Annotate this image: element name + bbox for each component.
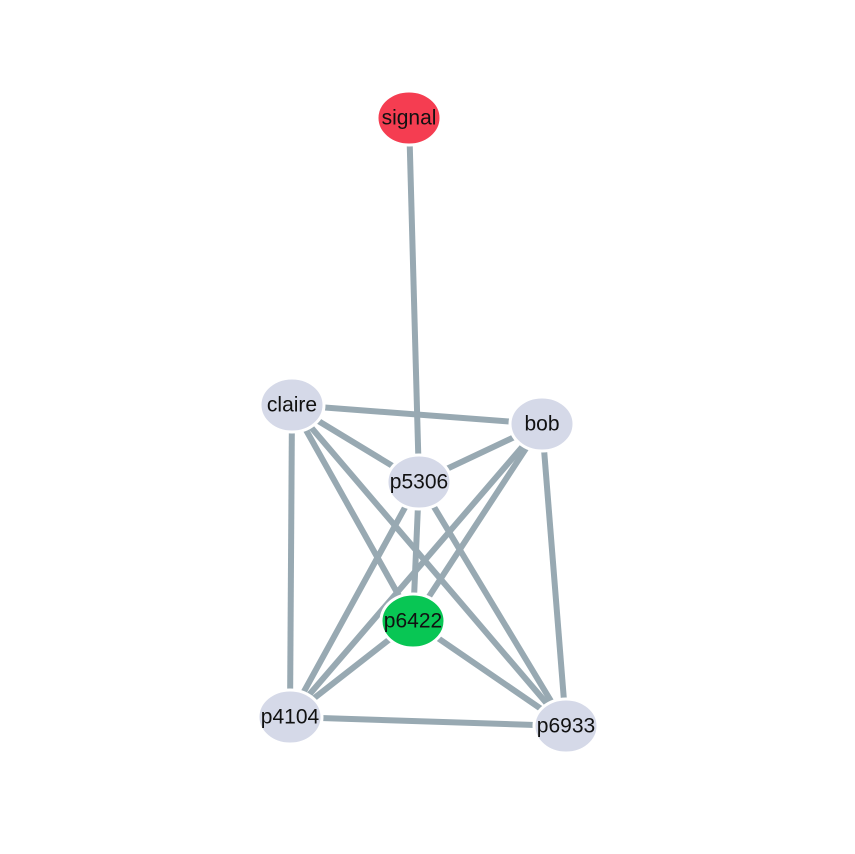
- node-claire-circle: [258, 376, 326, 434]
- edge-bob-p6933: [539, 423, 569, 727]
- edge-signal-p5306: [406, 117, 422, 483]
- nodes-layer: signal claire bob p5306 p6422 p4104 p6933: [256, 89, 600, 755]
- node-p5306[interactable]: p5306: [385, 453, 453, 511]
- node-p4104[interactable]: p4104: [256, 688, 324, 746]
- node-p6933-label: p6933: [537, 715, 595, 738]
- edge-p5306-p6933: [416, 480, 569, 728]
- node-p5306-circle: [385, 453, 453, 511]
- node-p4104-circle: [256, 688, 324, 746]
- node-p6933-circle: [532, 697, 600, 755]
- edge-claire-bob: [291, 402, 543, 427]
- node-claire[interactable]: claire: [258, 376, 326, 434]
- node-p6422[interactable]: p6422: [379, 592, 447, 650]
- edge-claire-p6422: [289, 403, 416, 623]
- node-p4104-label: p4104: [261, 706, 320, 729]
- edge-claire-p6933: [289, 403, 569, 728]
- edge-p4104-p6933: [289, 714, 567, 729]
- node-signal-label: signal: [382, 107, 437, 130]
- node-bob-circle: [508, 395, 576, 453]
- node-p6933[interactable]: p6933: [532, 697, 600, 755]
- edge-claire-p4104: [287, 404, 295, 718]
- node-p6422-circle: [379, 592, 447, 650]
- edge-p5306-p4104: [287, 480, 422, 719]
- node-signal[interactable]: signal: [375, 89, 443, 147]
- node-p6422-label: p6422: [384, 610, 442, 633]
- node-claire-label: claire: [267, 394, 317, 417]
- edge-bob-p6422: [410, 422, 545, 623]
- node-bob-label: bob: [524, 413, 559, 436]
- node-p5306-label: p5306: [390, 471, 448, 494]
- node-signal-circle: [375, 89, 443, 147]
- node-bob[interactable]: bob: [508, 395, 576, 453]
